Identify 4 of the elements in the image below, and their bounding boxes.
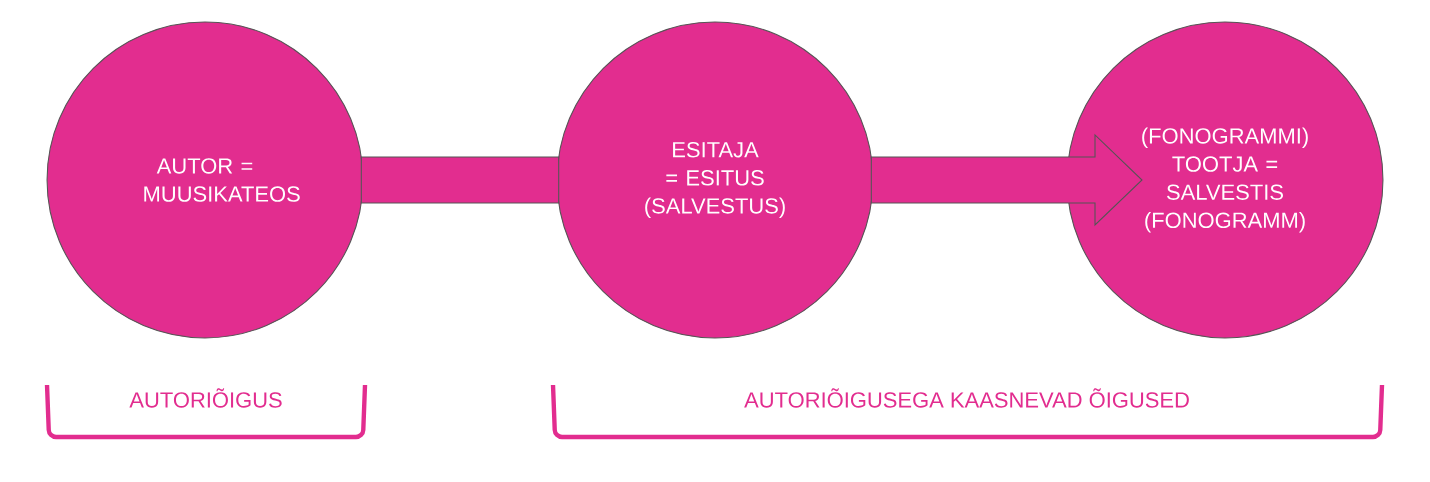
bracket-label: AUTORIÕIGUS <box>129 388 282 408</box>
block-arrow <box>870 133 1143 227</box>
bracket-label: AUTORIÕIGUSEGA KAASNEVAD ÕIGUSED <box>744 388 1189 408</box>
block-arrow <box>360 156 560 204</box>
